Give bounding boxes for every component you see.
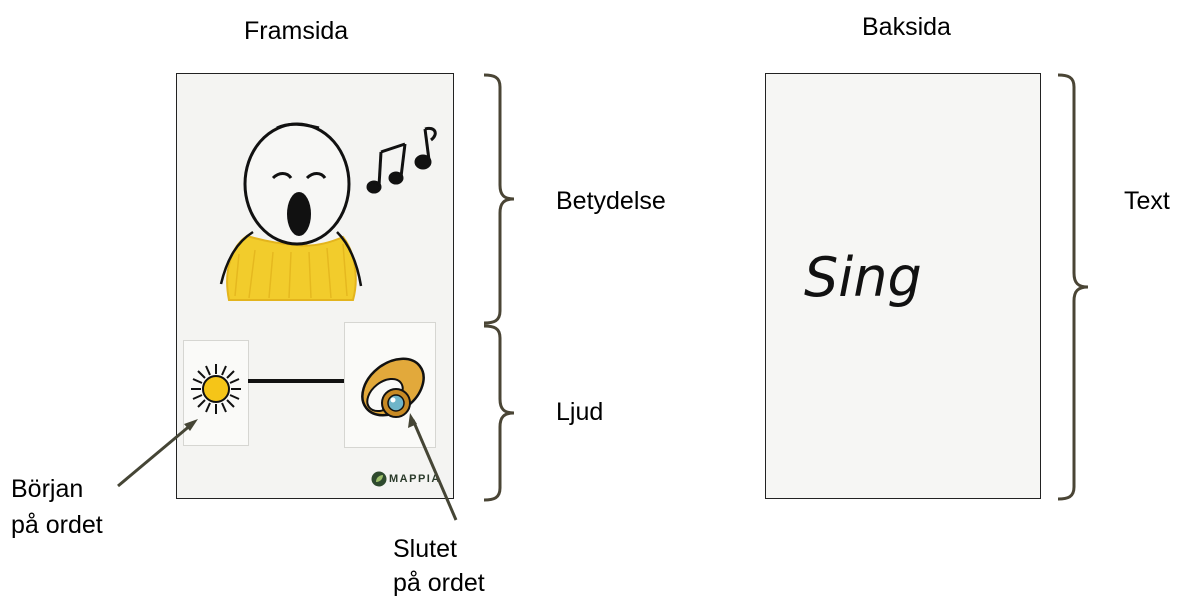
meaning-label: Betydelse (556, 187, 666, 215)
word-end-label-line1: Slutet (393, 535, 457, 563)
word-end-label-line2: på ordet (393, 569, 485, 597)
front-title: Framsida (244, 17, 349, 45)
back-title: Baksida (862, 13, 951, 41)
word-start-label-line2: på ordet (11, 511, 103, 539)
sun-icon (191, 364, 241, 414)
mappia-logo-text: MAPPIA (389, 473, 441, 485)
mappia-logo-icon (371, 471, 387, 487)
svg-text:Sing: Sing (804, 246, 922, 309)
ring-icon (361, 357, 425, 418)
word-start-label-line1: Början (11, 475, 84, 503)
word-start-tile (183, 340, 249, 446)
text-brace (1057, 73, 1089, 501)
back-card: Sing (765, 73, 1041, 499)
back-card-word: Sing (804, 246, 922, 309)
text-label: Text (1124, 187, 1170, 215)
front-card: MAPPIA (176, 73, 454, 499)
meaning-brace (483, 73, 515, 325)
word-end-tile (344, 322, 436, 448)
connector-line (248, 379, 344, 383)
singing-figure-drawing (219, 122, 437, 301)
sound-label: Ljud (556, 398, 604, 426)
sound-brace (483, 324, 515, 502)
